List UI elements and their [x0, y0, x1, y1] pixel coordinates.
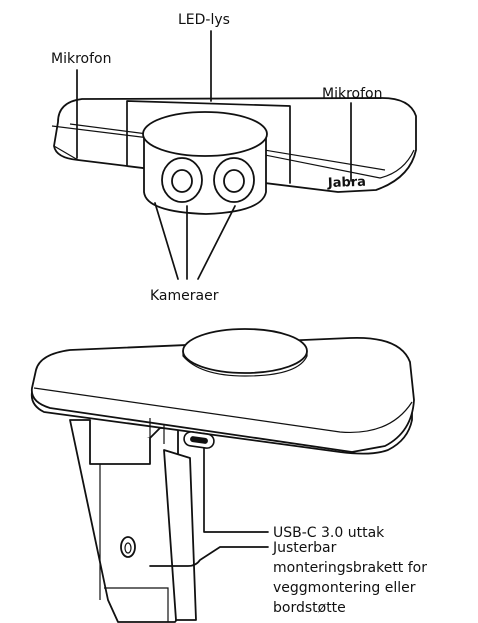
usb-c-port: [183, 431, 215, 449]
bracket-label-line-1: Justerbar: [272, 540, 337, 556]
usb-c-port-inner: [190, 436, 208, 444]
front-view-callouts: [76, 30, 352, 280]
cameras-label: Kameraer: [150, 288, 219, 304]
bracket-inner-edge: [99, 438, 119, 623]
camera-bar-front-edge: [51, 125, 415, 179]
camera-bar-lower-edge: [53, 145, 79, 161]
bracket-foot: [104, 587, 169, 622]
usb-label: USB-C 3.0 uttak: [273, 525, 385, 541]
camera-pod-side: [182, 351, 308, 377]
bracket-label-line-4: bordstøtte: [273, 600, 346, 616]
back-view-callouts: [149, 447, 269, 567]
led-label: LED-lys: [178, 12, 230, 28]
cameras-callout-line: [154, 202, 236, 280]
front-view: Jabra: [51, 97, 417, 215]
mic-left-label: Mikrofon: [51, 51, 111, 67]
bracket-right-rail: [163, 449, 197, 621]
camera-pod-top-cap: [142, 111, 268, 157]
mic-right-label: Mikrofon: [322, 86, 382, 102]
back-body-slot: [149, 418, 165, 444]
camera-pod: [142, 111, 268, 215]
led-callout-line: [126, 30, 291, 184]
bracket-label-line-3: veggmontering eller: [273, 580, 416, 596]
bracket-label-line-2: monteringsbrakett for: [273, 560, 427, 576]
back-view: [30, 328, 415, 623]
brand-logo: Jabra: [327, 175, 367, 191]
camera-pod-top: [182, 328, 308, 374]
right-lens-inner: [223, 169, 245, 193]
bracket-hinge: [89, 420, 151, 465]
usb-callout-line: [203, 447, 269, 533]
bracket-screw-hole-inner: [124, 542, 132, 554]
back-body-edge: [33, 387, 413, 434]
mounting-bracket: [69, 419, 197, 623]
bracket-callout-line: [149, 546, 269, 567]
bracket-screw-hole: [120, 536, 136, 558]
left-lens-inner: [171, 169, 193, 193]
back-body-top: [30, 337, 415, 453]
